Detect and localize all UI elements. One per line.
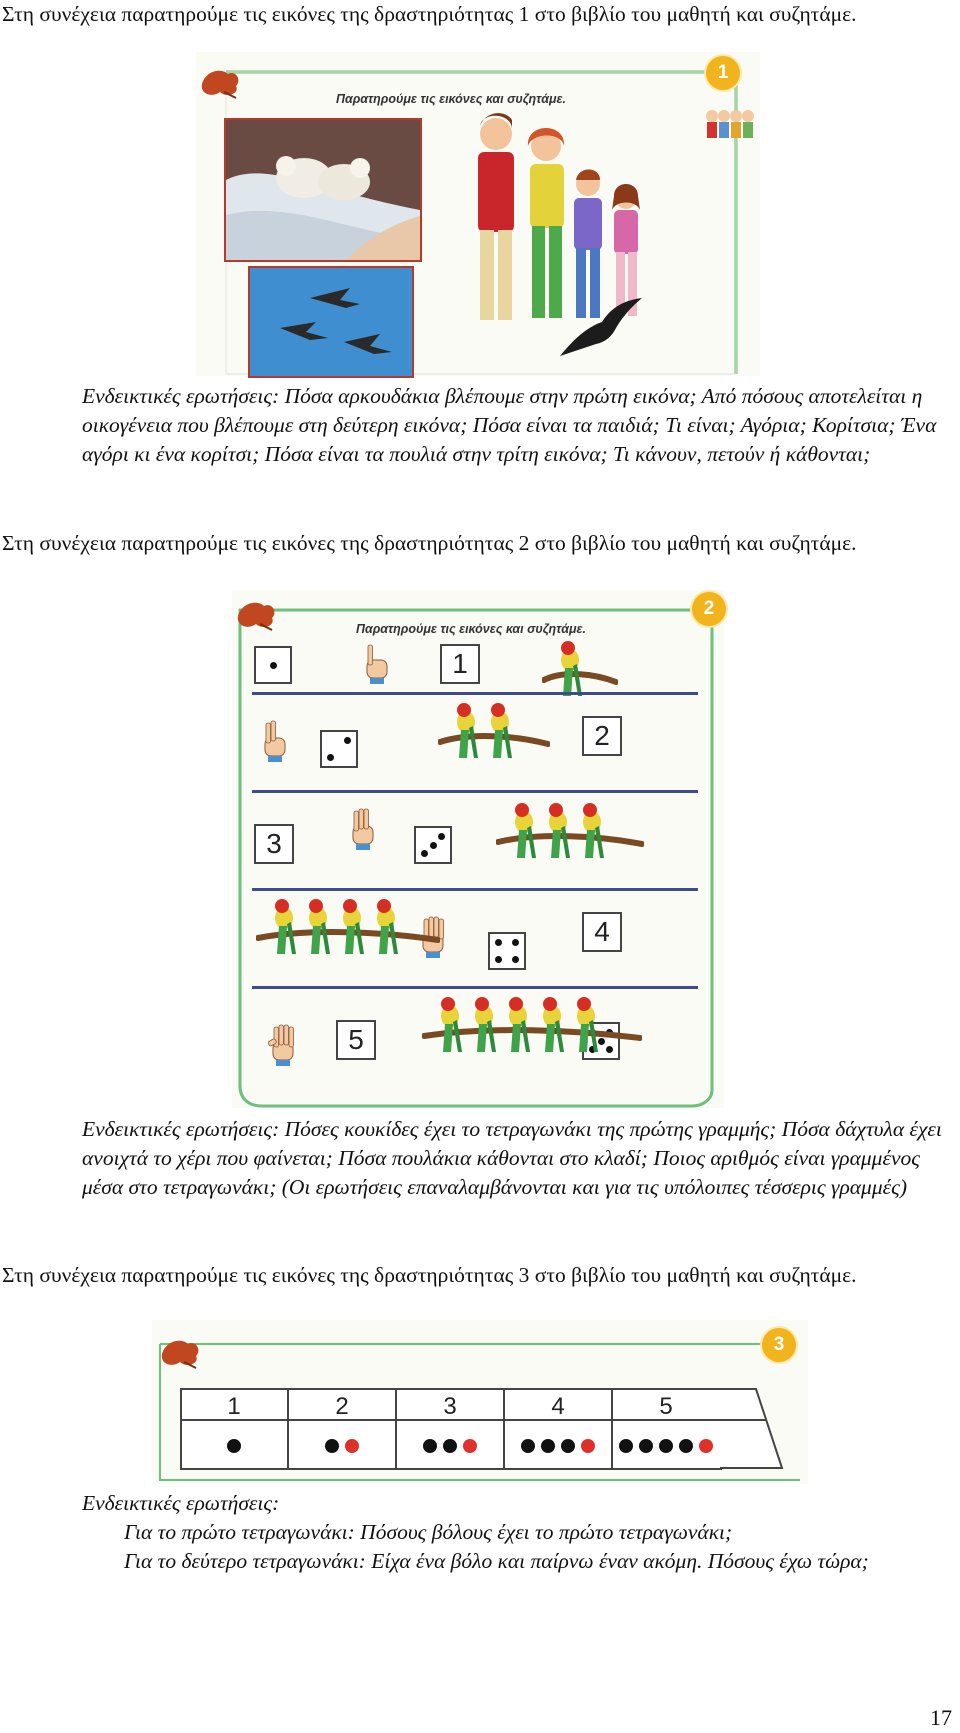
row-number-box: 2 [582,716,622,756]
dice-dot [495,955,503,963]
intro-paragraph-1: Στη συνέχεια παρατηρούμε τις εικόνες της… [2,2,857,26]
strip-cell-number: 3 [443,1393,456,1420]
activity-2-title: Παρατηρούμε τις εικόνες και συζητάμε. [356,622,586,636]
parrot-bird-icon [441,997,462,1052]
activity-2-panel: Παρατηρούμε τις εικόνες και συζητάμε. 2 … [232,590,726,1108]
parrot-bird-icon [583,803,604,858]
dice-dot [421,849,429,857]
black-ball [227,1439,241,1453]
dice-dot [589,1045,597,1053]
row-number-box: 5 [336,1020,376,1060]
black-ball [619,1439,633,1453]
intro-paragraph-2: Στη συνέχεια παρατηρούμε τις εικόνες της… [2,531,857,555]
birds-on-branch [256,899,440,954]
black-ball [423,1439,437,1453]
black-ball [541,1439,555,1453]
parrot-bird-icon [275,899,296,954]
red-ball [581,1439,595,1453]
polar-bears-photo [224,118,422,262]
parrot-bird-icon [309,899,330,954]
black-ball [561,1439,575,1453]
flying-birds-photo [248,266,414,378]
parrot-bird-icon [343,899,364,954]
parrot-bird-icon [377,899,398,954]
red-ball [345,1439,359,1453]
dice-dot [605,1045,613,1053]
birds-on-branch [438,703,550,758]
dice-dot [437,833,445,841]
hand-fingers-icon [366,644,388,684]
hand-fingers-icon [352,808,374,850]
questions-paragraph-2: Ενδεικτικές ερωτήσεις: Πόσες κουκίδες έχ… [82,1117,942,1199]
row-separator [252,692,698,695]
dice-box [320,730,358,768]
row-number-box: 1 [440,644,480,684]
parrot-bird-icon [515,803,536,858]
birds-on-branch [542,641,618,696]
parrot-bird-icon [491,703,512,758]
row-separator [252,790,698,793]
family-illustration [478,113,640,320]
strip-cell-number: 4 [551,1393,564,1420]
parrot-bird-icon [577,997,598,1052]
activity-2-frame [238,608,714,1108]
red-ball [699,1439,713,1453]
dice-dot [327,753,335,761]
parrot-bird-icon [549,803,570,858]
autumn-leaf-icon [161,1340,199,1369]
children-icon [706,110,754,138]
black-ball [443,1439,457,1453]
hand-fingers-icon [268,1024,294,1066]
page-number: 17 [930,1705,952,1730]
dice-dot [495,939,503,947]
questions-item-3a: Για το πρώτο τετραγωνάκι: Πόσους βόλους … [124,1520,733,1544]
parrot-bird-icon [561,641,582,696]
activity-1-title: Παρατηρούμε τις εικόνες και συζητάμε. [336,92,566,106]
dice-dot [269,661,277,669]
strip-cell-number: 5 [659,1393,672,1420]
counting-strip: 1 2 3 4 5 [180,1388,784,1470]
activity-3-frame [159,1343,800,1481]
black-ball [325,1439,339,1453]
activity-2-badge: 2 [692,592,726,626]
dice-dot [511,939,519,947]
questions-paragraph-1: Ενδεικτικές ερωτήσεις: Πόσα αρκουδάκια β… [82,384,937,466]
questions-item-3b: Για το δεύτερο τετραγωνάκι: Είχα ένα βόλ… [124,1549,869,1573]
autumn-leaf-icon [201,70,239,99]
dice-dot [429,841,437,849]
row-separator [252,888,698,891]
row-separator [252,986,698,989]
row-number-box: 3 [254,824,294,864]
strip-cell-number: 2 [335,1393,348,1420]
activity-3-panel: 3 1 2 3 4 5 [152,1320,808,1484]
birds-on-branch [422,997,642,1052]
intro-paragraph-3: Στη συνέχεια παρατηρούμε τις εικόνες της… [2,1263,857,1287]
dice-box [414,826,452,864]
autumn-leaf-icon [237,602,275,631]
black-ball [659,1439,673,1453]
birds-on-branch [496,803,644,858]
parrot-bird-icon [457,703,478,758]
parrot-bird-icon [543,997,564,1052]
swallow-bird-icon [560,298,642,356]
dice-box [254,646,292,684]
questions-label-3: Ενδεικτικές ερωτήσεις: [82,1491,280,1515]
activity-3-badge: 3 [762,1328,796,1362]
dice-dot [597,1037,605,1045]
activity-1-badge: 1 [706,56,740,90]
black-ball [639,1439,653,1453]
dice-box [488,932,526,970]
parrot-bird-icon [509,997,530,1052]
parrot-bird-icon [475,997,496,1052]
strip-cell-number: 1 [227,1393,240,1420]
activity-1-panel: Παρατηρούμε τις εικόνες και συζητάμε. 1 [196,52,760,378]
dice-dot [343,737,351,745]
hand-fingers-icon [264,720,286,762]
black-ball [521,1439,535,1453]
red-ball [463,1439,477,1453]
row-number-box: 4 [582,912,622,952]
dice-dot [511,955,519,963]
black-ball [679,1439,693,1453]
